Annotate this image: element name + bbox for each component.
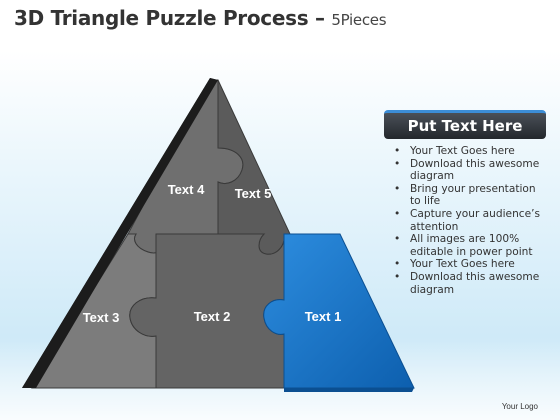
side-panel: Put Text Here Your Text Goes hereDownloa…	[384, 110, 546, 296]
piece-4-label: Text 4	[168, 182, 205, 197]
bullet-item: Download this awesome diagram	[384, 271, 546, 296]
piece-1-bottom-edge	[284, 388, 414, 392]
logo-text: Your Logo	[501, 402, 538, 411]
bullet-list: Your Text Goes hereDownload this awesome…	[384, 145, 546, 296]
side-panel-heading: Put Text Here	[384, 110, 546, 139]
bullet-item: Bring your presentation to life	[384, 183, 546, 208]
bullet-item: All images are 100% editable in power po…	[384, 233, 546, 258]
title-main: 3D Triangle Puzzle Process –	[14, 6, 325, 30]
bullet-item: Your Text Goes here	[384, 145, 546, 158]
triangle-rim	[22, 78, 218, 388]
puzzle-piece-1[interactable]	[263, 233, 415, 389]
bullet-item: Download this awesome diagram	[384, 158, 546, 183]
bullet-item: Capture your audience’s attention	[384, 208, 546, 233]
piece-3-label: Text 3	[83, 310, 120, 325]
piece-2-label: Text 2	[194, 309, 231, 324]
piece-5-label: Text 5	[235, 186, 272, 201]
piece-1-label: Text 1	[305, 309, 342, 324]
page-title: 3D Triangle Puzzle Process – 5Pieces	[14, 6, 387, 30]
bullet-item: Your Text Goes here	[384, 258, 546, 271]
title-subtitle: 5Pieces	[331, 11, 387, 29]
